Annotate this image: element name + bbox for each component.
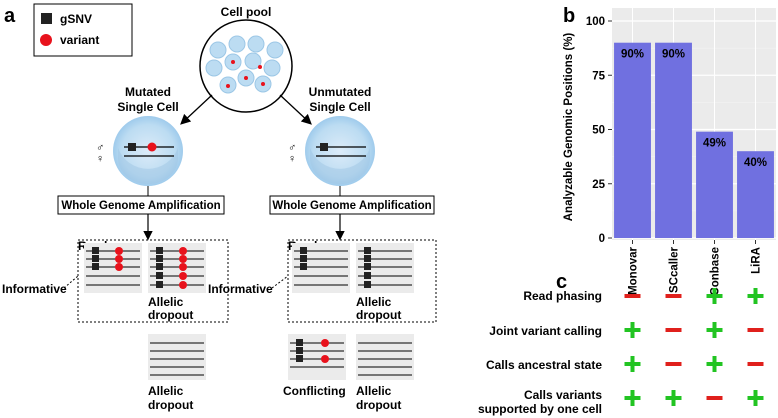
plus-icon [706, 322, 723, 338]
unmutated-cell [305, 116, 375, 186]
row-label-joint-variant-calling: Joint variant calling [489, 324, 602, 338]
reads-panel-bottom-right [356, 334, 414, 380]
bar-monovar [614, 42, 651, 239]
male-icon: ♂ [96, 142, 104, 154]
arrow-to-mutated [180, 94, 213, 125]
panel-label-b: b [563, 5, 575, 27]
plus-icon [624, 390, 641, 406]
bar-data-label: 40% [744, 157, 767, 169]
y-tick-label: 100 [586, 16, 605, 28]
wga-box-right [269, 195, 435, 215]
y-tick-labels: 0 25 50 75 100 [586, 16, 606, 245]
row-label-calls-ancestral-state: Calls ancestral state [486, 358, 602, 372]
allelic-dropout-label: dropout [356, 398, 401, 412]
x-tick-label: Monovar [628, 246, 640, 294]
allelic-dropout-label: dropout [356, 308, 401, 322]
allelic-dropout-label: dropout [148, 308, 193, 322]
bar-conbase [696, 131, 733, 238]
allelic-dropout-label: Allelic [148, 295, 184, 309]
variant-dot-icon [40, 34, 52, 46]
bar-lira [737, 151, 774, 238]
y-tick-label: 75 [592, 70, 605, 82]
reads-panel-informative-right [292, 243, 350, 293]
reads-panel-dropout-right [356, 243, 414, 293]
wga-label-right: Whole Genome Amplification [272, 200, 431, 212]
x-tick-label: LiRA [751, 247, 763, 274]
informative-label-left: Informative [2, 282, 67, 296]
allelic-dropout-label: Allelic [148, 384, 184, 398]
reads-panel-informative-left [84, 243, 142, 293]
wga-label-left: Whole Genome Amplification [61, 200, 220, 212]
unmutated-title-line2: Single Cell [309, 100, 370, 114]
row-label-calls-variants: Calls variants [524, 388, 602, 402]
minus-icon [665, 362, 682, 366]
x-tick-label: SCcaller [669, 246, 681, 293]
gsnv-square-icon [41, 13, 52, 24]
informative-label-right: Informative [208, 282, 273, 296]
cell-pool-diagram [199, 19, 293, 113]
female-icon: ♀ [288, 153, 296, 165]
plus-icon [665, 390, 682, 406]
minus-icon [747, 328, 764, 332]
bar-sccaller [655, 42, 692, 239]
x-tick-labels: Monovar SCcaller Conbase LiRA [628, 240, 763, 296]
allelic-dropout-label: Allelic [356, 295, 392, 309]
row-label-calls-variants-line2: supported by one cell [478, 402, 602, 416]
y-axis-label: Analyzable Genomic Positions (%) [563, 33, 575, 222]
plus-icon [624, 322, 641, 338]
minus-icon [624, 294, 641, 298]
allelic-dropout-label: Allelic [356, 384, 392, 398]
x-tick-label: Conbase [710, 247, 722, 296]
y-tick-label: 50 [592, 125, 605, 137]
panel-label-a: a [4, 5, 16, 27]
minus-icon [706, 396, 723, 400]
plus-icon [706, 356, 723, 372]
y-tick-label: 0 [599, 233, 605, 245]
mutated-title-line2: Single Cell [117, 100, 178, 114]
panel-label-c: c [556, 271, 567, 293]
row-label-read-phasing: Read phasing [523, 289, 602, 303]
y-tick-label: 25 [592, 179, 605, 191]
mutated-title-line1: Mutated [125, 85, 171, 99]
bar-series: 90% 90% 49% 40% [614, 42, 774, 239]
legend: gSNV variant [33, 3, 133, 57]
feature-marks [624, 288, 764, 406]
plus-icon [706, 288, 723, 304]
minus-icon [665, 328, 682, 332]
legend-variant: variant [60, 33, 99, 47]
bar-data-label: 49% [703, 138, 726, 150]
conflicting-label: Conflicting [283, 384, 346, 398]
plus-icon [624, 356, 641, 372]
allelic-dropout-label: dropout [148, 398, 193, 412]
wga-box-left [57, 195, 225, 215]
reads-panel-dropout-left [148, 243, 206, 293]
legend-gsnv: gSNV [60, 12, 92, 26]
reads-panel-bottom-left [148, 334, 206, 380]
minus-icon [747, 362, 764, 366]
cell-pool-label: Cell pool [221, 5, 272, 19]
mutated-cell [113, 116, 183, 186]
female-icon: ♀ [96, 153, 104, 165]
unmutated-title-line1: Unmutated [309, 85, 372, 99]
male-icon: ♂ [288, 142, 296, 154]
bar-data-label: 90% [621, 49, 644, 61]
informative-group-right [287, 239, 437, 323]
plus-icon [747, 390, 764, 406]
bar-data-label: 90% [662, 49, 685, 61]
reads-panel-conflicting [288, 334, 346, 380]
arrow-to-unmutated [279, 94, 312, 125]
plus-icon [747, 288, 764, 304]
minus-icon [665, 294, 682, 298]
